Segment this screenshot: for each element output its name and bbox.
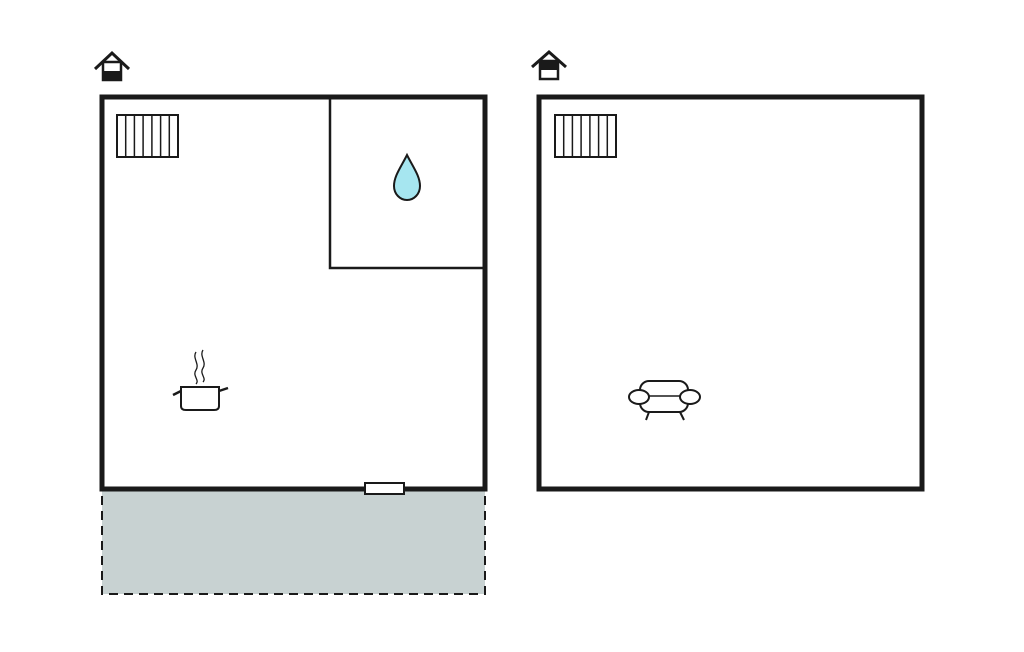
cooking-pot-icon [172, 349, 229, 411]
bathroom-walls [328, 97, 485, 270]
terrace-area [101, 488, 486, 595]
water-drop-icon [392, 152, 422, 202]
floor-plan-left [93, 50, 488, 595]
outer-walls [536, 94, 925, 492]
house-lower-floor-icon [93, 50, 131, 82]
house-upper-floor-icon [531, 49, 567, 81]
radiator-icon [116, 114, 179, 158]
outer-walls [99, 94, 488, 492]
floor-plan-right [531, 49, 925, 492]
armchair-icon [628, 380, 701, 421]
radiator-icon [554, 114, 617, 158]
door-icon [364, 482, 405, 495]
